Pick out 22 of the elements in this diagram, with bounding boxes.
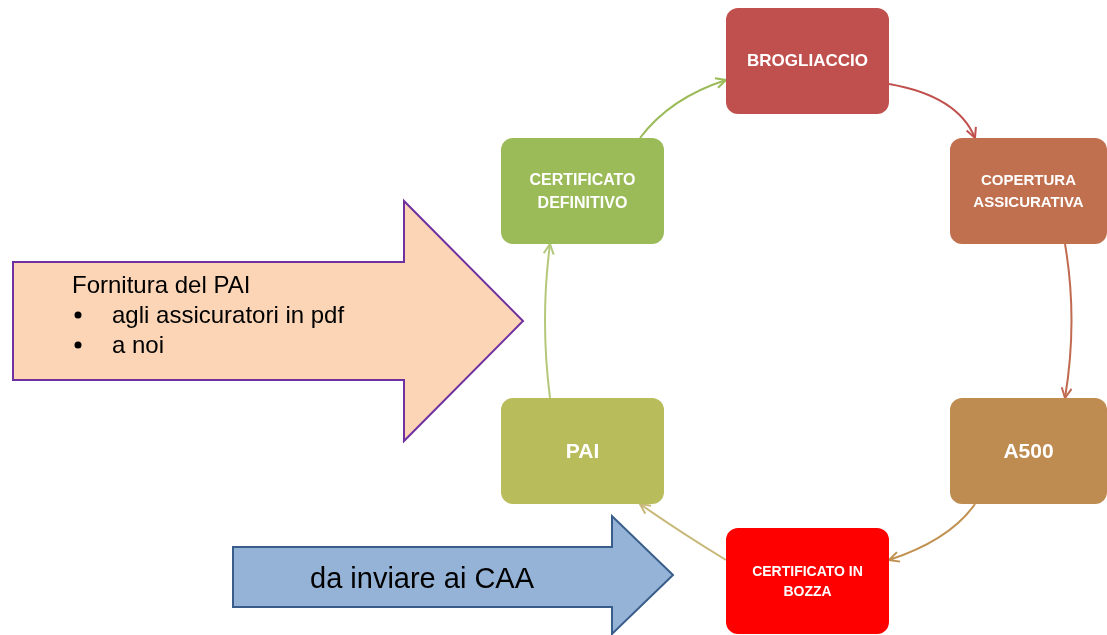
arrow-heading: da inviare ai CAA — [310, 561, 535, 596]
bullet-item: a noi — [112, 330, 165, 360]
arrow — [888, 83, 977, 139]
arrow — [542, 243, 555, 399]
process-box — [501, 138, 664, 244]
arrow-heading: Fornitura del PAI — [72, 270, 252, 300]
box-label: CERTIFICATO DEFINITIVO — [528, 169, 637, 213]
box-label: CERTIFICATO IN BOZZA — [751, 561, 864, 601]
arrow — [888, 503, 976, 563]
box-label: COPERTURA ASSICURATIVA — [972, 170, 1085, 212]
box-label: A500 — [1003, 437, 1054, 464]
box-label: PAI — [565, 437, 600, 464]
process-box — [501, 398, 664, 504]
bullet-item: agli assicuratori in pdf — [112, 300, 345, 330]
process-box — [950, 138, 1107, 244]
arrow — [1060, 243, 1073, 399]
process-box — [726, 528, 889, 634]
process-box — [726, 8, 889, 114]
arrow — [639, 77, 727, 139]
box-label: BROGLIACCIO — [747, 49, 868, 72]
arrow — [639, 503, 727, 561]
process-box — [950, 398, 1107, 504]
